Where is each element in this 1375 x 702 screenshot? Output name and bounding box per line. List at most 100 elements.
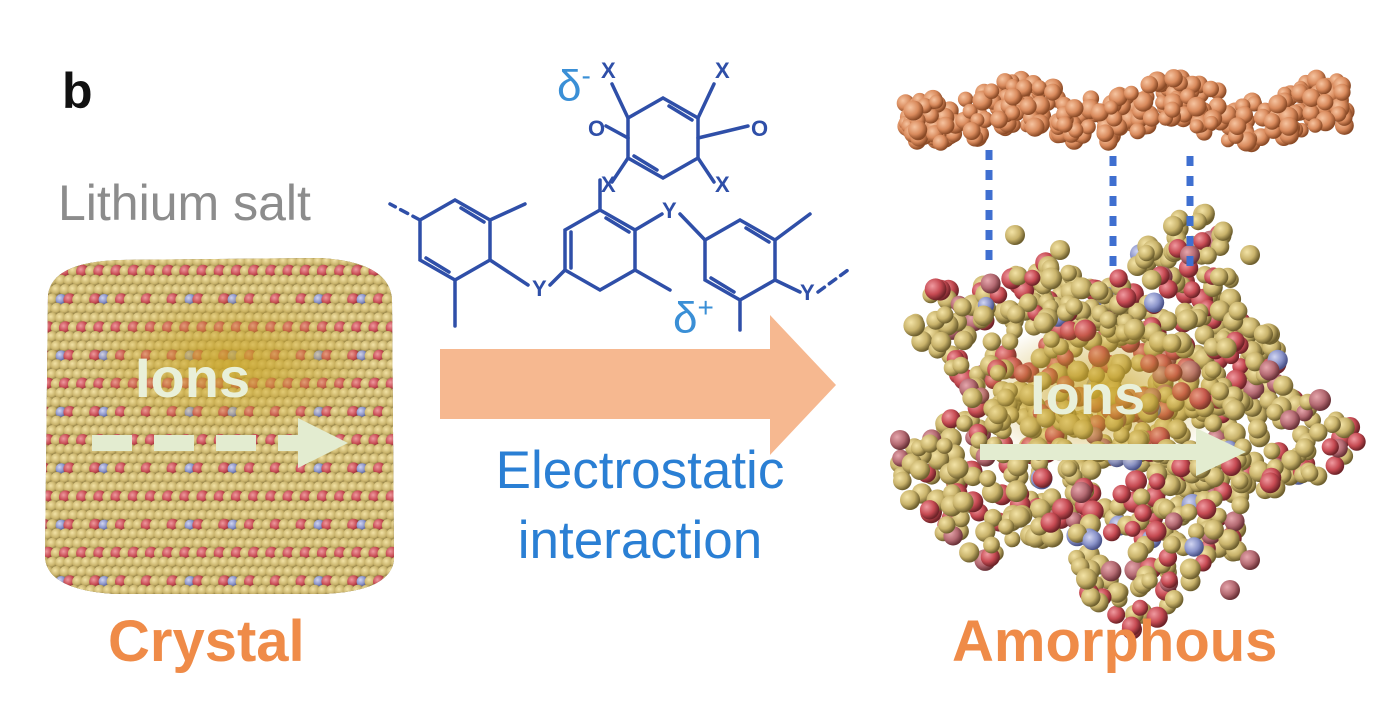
crystal-atom-tan	[72, 519, 85, 532]
crystal-atom-tan	[231, 528, 244, 541]
crystal-atom-tan	[55, 556, 68, 569]
atom-x-top-left: X	[601, 58, 616, 83]
polymer-bead	[1065, 99, 1084, 118]
crystal-atom-tan	[179, 584, 193, 594]
crystal-atom-tan	[222, 472, 236, 485]
crystal-atom-tan	[214, 284, 227, 297]
crystal-atom-red	[269, 518, 283, 532]
crystal-atom-tan	[128, 302, 141, 316]
crystal-atom-tan	[351, 415, 365, 428]
polymer-bead	[932, 134, 949, 151]
crystal-atom-tan	[76, 472, 89, 485]
amorphous-atom-tan	[1005, 480, 1028, 503]
amorphous-atom-tan	[952, 356, 970, 374]
crystal-atom-tan	[175, 556, 188, 569]
crystal-atom-tan	[55, 443, 68, 457]
crystal-atom-tan	[390, 556, 394, 569]
crystal-atom-tan	[149, 575, 162, 588]
amorphous-atom-tan	[1213, 221, 1233, 241]
crystal-atom-red	[63, 406, 77, 419]
crystal-atom-tan	[80, 443, 94, 457]
crystal-atom-tan	[119, 284, 132, 297]
crystal-atom-red	[192, 462, 206, 476]
crystal-atom-tan	[282, 453, 296, 466]
crystal-atom-tan	[59, 566, 72, 579]
amorphous-atom-tan	[1179, 558, 1201, 580]
crystal-atom-tan	[261, 274, 274, 287]
amorphous-atom-tan	[1263, 442, 1281, 460]
crystal-atom-tan	[63, 500, 76, 513]
crystal-atom-tan	[343, 472, 356, 485]
crystal-atom-tan	[89, 274, 102, 287]
interaction-label-line2: interaction	[517, 511, 763, 570]
crystal-atom-tan	[50, 340, 64, 353]
delta-minus-label: δ-	[557, 60, 591, 111]
crystal-atom-tan	[162, 566, 175, 579]
crystal-atom-tan	[128, 584, 141, 594]
crystal-atom-tan	[270, 274, 283, 287]
crystal-atom-tan	[89, 556, 102, 569]
crystal-atom-tan	[231, 453, 244, 466]
crystal-atom-blue	[98, 463, 110, 475]
crystal-atom-tan	[368, 509, 382, 522]
crystal-atom-tan	[72, 443, 85, 457]
crystal-atom-tan	[145, 509, 158, 522]
crystal-atom-tan	[278, 274, 291, 287]
crystal-atom-tan	[59, 528, 72, 541]
amorphous-atom-blue	[1144, 292, 1165, 313]
crystal-atom-tan	[72, 406, 85, 419]
crystal-atom-tan	[171, 509, 184, 522]
crystal-atom-tan	[325, 472, 339, 485]
crystal-atom-tan	[377, 302, 390, 316]
crystal-atom-tan	[257, 472, 270, 485]
crystal-atom-tan	[115, 274, 128, 287]
crystal-atom-red	[63, 518, 77, 532]
crystal-atom-tan	[196, 509, 210, 522]
amorphous-atom-tan	[1209, 267, 1229, 287]
crystal-atom-tan	[98, 274, 111, 287]
crystal-atom-tan	[334, 509, 347, 522]
crystal-atom-blue	[227, 463, 239, 475]
crystal-atom-tan	[343, 453, 356, 466]
amorphous-atom-tan	[1067, 523, 1087, 543]
crystal-atom-tan	[50, 302, 64, 316]
crystal-atom-tan	[368, 584, 382, 594]
crystal-atom-tan	[282, 472, 296, 485]
crystal-atom-tan	[123, 556, 137, 569]
crystal-atom-tan	[231, 472, 244, 485]
polymer-bead	[1044, 83, 1062, 101]
crystal-atom-tan	[287, 500, 300, 513]
crystal-atom-tan	[106, 500, 120, 513]
crystal-atom-tan	[45, 258, 51, 269]
crystal-atom-tan	[119, 509, 132, 522]
amorphous-atom-tan	[1089, 281, 1109, 301]
crystal-atom-tan	[67, 340, 81, 353]
crystal-atom-tan	[291, 584, 304, 594]
crystal-atom-tan	[93, 509, 107, 522]
crystal-atom-tan	[196, 472, 210, 485]
crystal-atom-tan	[395, 397, 407, 409]
crystal-atom-tan	[201, 274, 214, 287]
crystal-atom-tan	[386, 415, 394, 428]
crystal-atom-tan	[395, 585, 407, 597]
crystal-atom-tan	[67, 472, 81, 485]
crystal-atom-tan	[46, 462, 59, 475]
crystal-atom-red	[140, 518, 154, 532]
crystal-atom-tan	[50, 284, 64, 297]
crystal-atom-tan	[330, 500, 343, 513]
crystal-atom-tan	[128, 509, 141, 522]
crystal-atom-red	[347, 406, 360, 419]
crystal-atom-tan	[395, 566, 407, 578]
crystal-atom-tan	[110, 415, 124, 428]
amorphous-atom-tan	[1164, 590, 1184, 609]
amorphous-atom-red	[1102, 523, 1121, 542]
crystal-atom-tan	[364, 443, 377, 457]
crystal-atom-tan	[257, 509, 270, 522]
crystal-atom-blue	[313, 294, 325, 306]
crystal-atom-tan	[252, 500, 266, 513]
crystal-atom-tan	[351, 566, 365, 579]
crystal-atom-red	[63, 349, 77, 363]
crystal-atom-tan	[110, 566, 124, 579]
crystal-atom-tan	[145, 528, 158, 541]
crystal-atom-tan	[351, 396, 365, 410]
